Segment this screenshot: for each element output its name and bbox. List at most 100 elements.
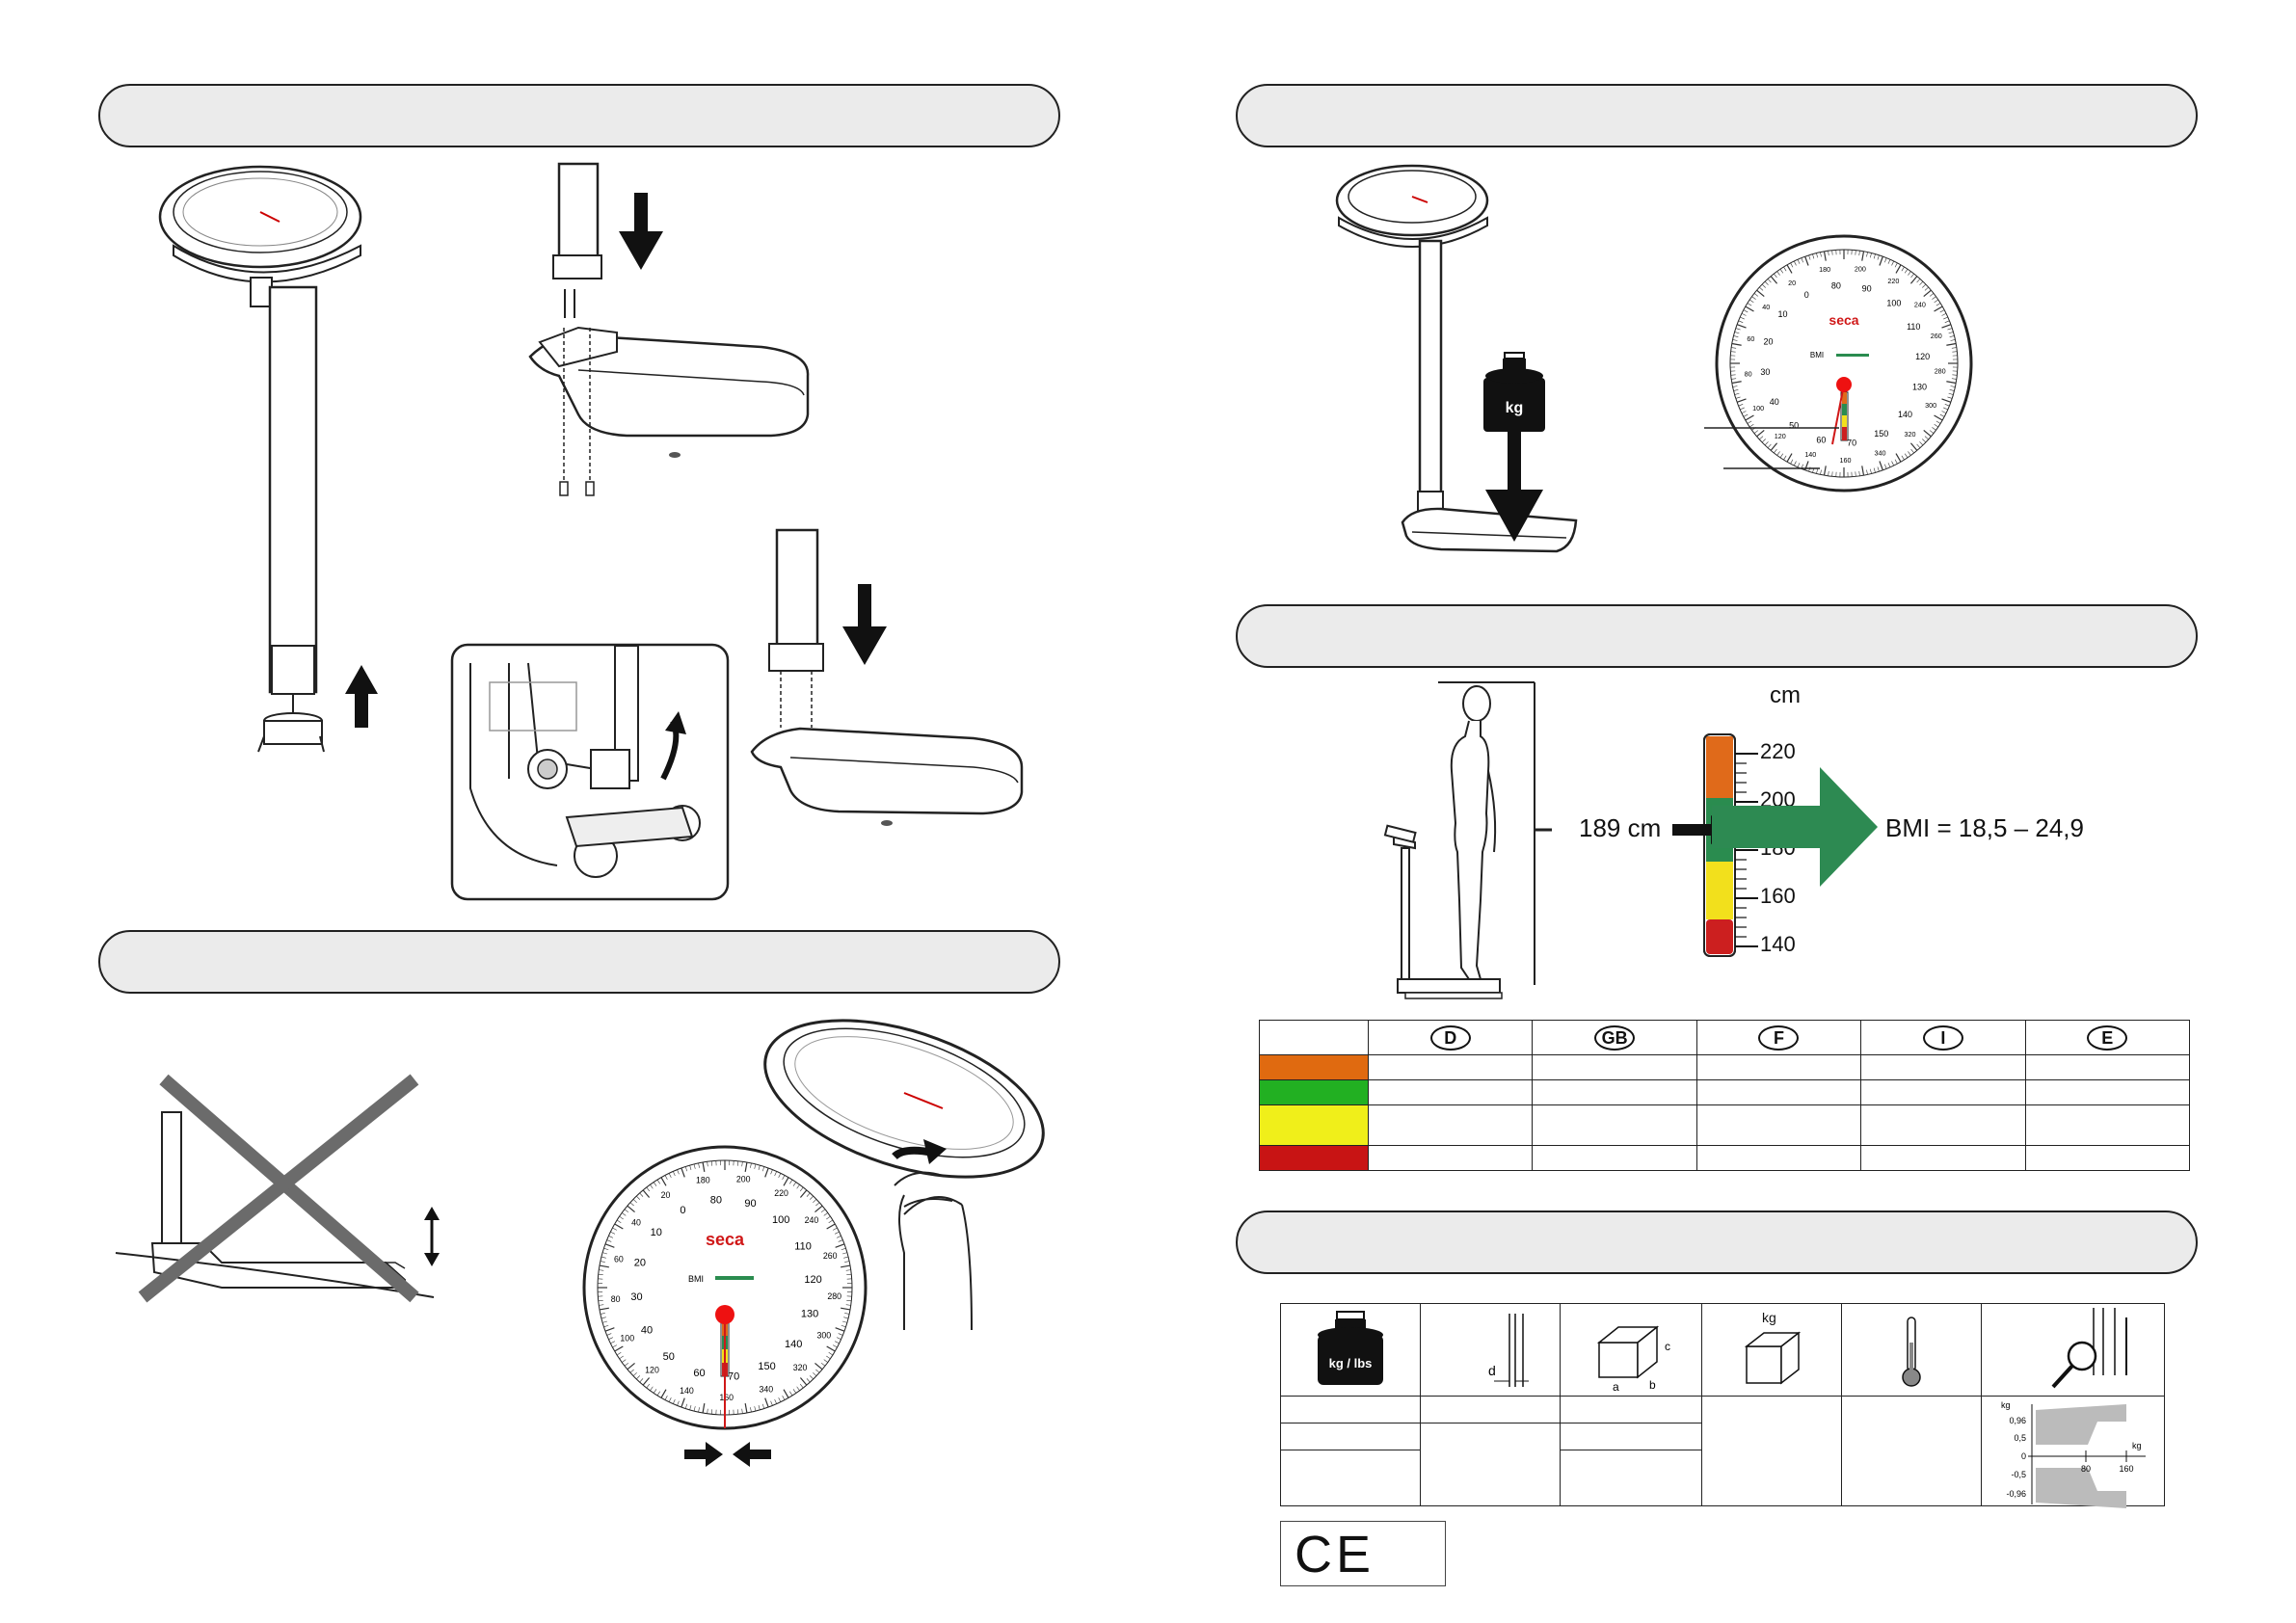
dimension-letter-a: a: [1613, 1380, 1619, 1394]
dial-tick: [1776, 271, 1780, 276]
dial-tick: [1870, 468, 1872, 474]
dial-tick: [1730, 351, 1736, 353]
dial-tick: [1924, 286, 1929, 291]
dial-tick: [646, 1186, 651, 1192]
spec-dimensions-cell: c a b: [1560, 1303, 1702, 1397]
dial-tick: [799, 1189, 808, 1198]
dial-inner-number: 50: [1789, 420, 1799, 430]
dial-tick: [835, 1327, 845, 1332]
dial-tick: [758, 1404, 761, 1410]
dial-outer-number: 220: [1887, 277, 1899, 285]
weight-icon: kg / lbs: [1318, 1311, 1383, 1385]
dial-tick: [660, 1389, 667, 1398]
graph-y-tick-neg05: -0,5: [2011, 1470, 2026, 1479]
dial-tick: [1946, 381, 1957, 385]
dial-inner-number: 40: [641, 1325, 653, 1337]
ce-mark-box: CE: [1280, 1521, 1446, 1586]
dial-tick: [693, 1163, 696, 1169]
dial-tick: [1816, 253, 1818, 258]
dial-inner-number: 80: [710, 1194, 722, 1206]
dial-tick: [636, 1375, 640, 1380]
section-header-calibration: [1236, 84, 2198, 147]
height-value: 189 cm: [1579, 813, 1662, 842]
calibration-dial-bmi-label: BMI: [1810, 351, 1824, 359]
dial-tick: [826, 1215, 831, 1220]
dial-tick: [1950, 339, 1956, 341]
dial-tick: [1855, 471, 1856, 477]
dial-tick: [603, 1324, 609, 1328]
dial-tick: [750, 1407, 752, 1413]
dial-tick: [668, 1397, 672, 1402]
bmi-range-text: BMI = 18,5 – 24,9: [1885, 813, 2084, 842]
dial-outer-number: 320: [1904, 430, 1915, 439]
dial-inner-number: 90: [1862, 283, 1872, 293]
dial-tick: [1804, 255, 1809, 266]
dial-tick: [702, 1161, 706, 1172]
column-assembly-illustration: [158, 165, 378, 753]
centering-arrows: [684, 1442, 771, 1467]
dial-tick: [810, 1195, 814, 1200]
dial-tick: [1922, 283, 1927, 288]
dial-tick: [846, 1299, 852, 1302]
dial-tick: [627, 1205, 635, 1213]
dial-tick: [1884, 257, 1887, 263]
dial-tick: [1909, 442, 1918, 451]
dial-tick: [1943, 316, 1948, 320]
dial-tick: [1794, 461, 1797, 466]
dial-tick: [1904, 453, 1909, 458]
dial-tick: [814, 1205, 823, 1213]
ce-mark: CE: [1295, 1526, 1375, 1583]
dial-tick: [1732, 339, 1738, 341]
dial-tick: [612, 1227, 618, 1231]
dial-tick: [1756, 429, 1765, 438]
dial-outer-number: 340: [759, 1385, 773, 1395]
dial-tick: [782, 1175, 786, 1181]
dial-brand: seca: [706, 1230, 745, 1249]
dial-tick: [761, 1166, 765, 1172]
dial-outer-number: 260: [1931, 332, 1942, 340]
dial-tick: [1910, 448, 1914, 454]
dial-tick: [1929, 293, 1935, 297]
dial-tick: [799, 1377, 808, 1386]
dial-tick: [1740, 407, 1745, 411]
dial-tick: [650, 1184, 654, 1189]
dial-tick: [693, 1406, 696, 1412]
graph-y-unit: kg: [2001, 1400, 2011, 1410]
dial-tick: [1751, 296, 1756, 300]
dial-tick: [1764, 280, 1769, 285]
dial-outer-number: 340: [1875, 449, 1886, 458]
dial-tick: [1923, 289, 1932, 298]
dial-tick: [616, 1219, 622, 1223]
dial-tick: [1924, 436, 1929, 440]
dial-tick: [1783, 266, 1787, 272]
dial-tick: [610, 1341, 615, 1344]
dial-tick: [656, 1391, 660, 1397]
dial-outer-number: 280: [827, 1291, 841, 1301]
dial-tick: [616, 1352, 622, 1356]
graduation-icon: d: [1488, 1314, 1529, 1387]
dial-tick: [1743, 309, 1749, 313]
dial-outer-number: 200: [736, 1175, 751, 1184]
dial-tick: [664, 1395, 668, 1400]
dial-inner-number: 10: [1778, 309, 1788, 319]
head-adjustment-illustration: [763, 1019, 1045, 1331]
dial-tick: [814, 1362, 823, 1370]
dial-tick: [736, 1409, 739, 1415]
dial-inner-number: 130: [801, 1309, 818, 1320]
dial-tick: [744, 1403, 748, 1414]
dimension-letter-c: c: [1665, 1340, 1670, 1353]
dial-inner-number: 120: [804, 1274, 821, 1286]
height-scale-bar: [1703, 733, 1758, 957]
dial-tick: [844, 1313, 850, 1315]
dial-tick: [677, 1169, 680, 1175]
dial-tick: [599, 1264, 609, 1268]
dial-tick: [619, 1355, 624, 1360]
dial-outer-number: 80: [1745, 370, 1752, 379]
dial-tick: [1753, 293, 1759, 297]
dial-tick: [744, 1161, 748, 1172]
dial-tick: [1948, 392, 1954, 395]
dial-tick: [754, 1163, 757, 1169]
dial-tick: [1934, 299, 1938, 304]
specifications-table: kg / lbs d c a b kg: [1280, 1303, 2165, 1508]
dial-tick: [1919, 441, 1924, 446]
